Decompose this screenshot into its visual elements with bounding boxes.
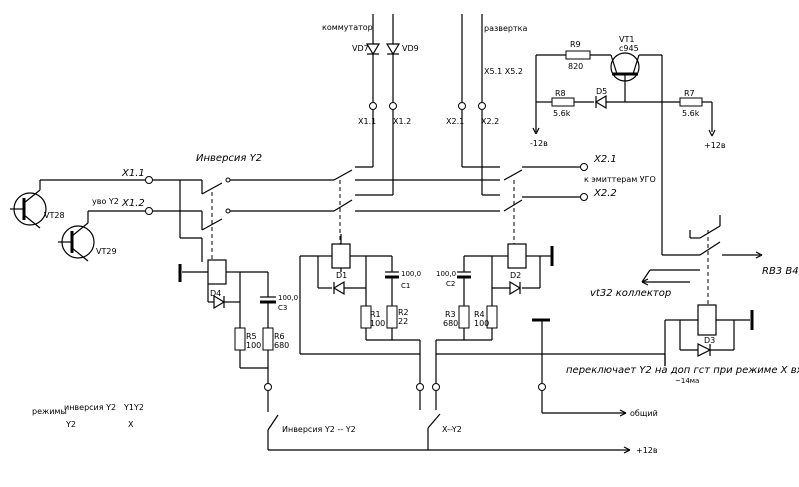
r2-value: 22 — [398, 317, 408, 326]
r5-label: R5 — [246, 332, 257, 341]
c1-label: C1 — [401, 282, 410, 290]
x22-top-label: X2.2 — [481, 117, 499, 126]
x21-top-label: X2.1 — [446, 117, 464, 126]
c2-value: 100,0 — [436, 270, 456, 278]
r3-label: R3 — [445, 310, 456, 319]
c1-value: 100,0 — [401, 270, 421, 278]
vd7-diode — [365, 43, 381, 56]
plus12-bus: +12в — [268, 446, 658, 455]
r9-label: R9 — [570, 40, 581, 49]
x51-x52-label: X5.1 X5.2 — [484, 67, 523, 76]
r6-label: R6 — [274, 332, 285, 341]
c3-label: C3 — [278, 304, 287, 312]
ma14-note: ~14ма — [675, 377, 699, 385]
d1-diode — [332, 280, 345, 296]
r8-label: R8 — [555, 89, 566, 98]
vt1-block: R9 820 VT1 c945 R8 5.6k D5 R7 5.6k +12в — [530, 35, 726, 255]
r5-value: 100 — [246, 341, 261, 350]
minus12-label: -12в — [530, 139, 548, 148]
y2-table-cell: Y2 — [65, 420, 76, 429]
vt29-label: VT29 — [96, 247, 117, 256]
center-relay-right: D2 100,0 C2 R3 680 R4 100 — [436, 243, 666, 366]
vt28-label: VT28 — [44, 211, 65, 220]
vt28-transistor: VT28 — [10, 179, 145, 229]
r8-value: 5.6k — [553, 109, 571, 118]
vt32-label: vt32 коллектор — [590, 288, 671, 299]
kommutator-label: коммутатор — [322, 23, 373, 32]
x11-top-label: X1.1 — [358, 117, 376, 126]
r6-value: 680 — [274, 341, 289, 350]
plus12-right-label: +12в — [704, 141, 726, 150]
k-emitteram-label: к эмиттерам УГО — [584, 175, 656, 184]
x-table-cell: X — [128, 420, 134, 429]
x22-right-label: X2.2 — [593, 188, 617, 199]
d5-diode — [594, 94, 607, 110]
r7-label: R7 — [684, 89, 695, 98]
d3-label: D3 — [704, 336, 715, 345]
vt29-transistor: VT29 — [58, 210, 145, 262]
d1-label: D1 — [336, 271, 347, 280]
rv3-relay: RВ3 В4 vt32 коллектор D3 — [590, 215, 799, 366]
uvo-y2-label: уво Y2 — [92, 197, 119, 206]
d4-diode — [213, 294, 226, 310]
x-y2-switch: X--Y2 — [416, 340, 462, 450]
modes-table: режимы инверсия Y2 Y1Y2 Y2 X — [32, 403, 144, 429]
y1y2-table-cell: Y1Y2 — [123, 403, 144, 412]
vd9-label: VD9 — [402, 44, 419, 53]
c945-label: c945 — [619, 44, 639, 53]
d2-label: D2 — [510, 271, 521, 280]
c3-value: 100,0 — [278, 294, 298, 302]
inversiya-y2-label: Инверсия Y2 — [196, 153, 262, 164]
rezhimy-label: режимы — [32, 407, 67, 416]
r7-value: 5.6k — [682, 109, 700, 118]
c2-label: C2 — [446, 280, 455, 288]
vd7-label: VD7 — [352, 44, 369, 53]
d2-diode — [509, 280, 522, 296]
vt1-label: VT1 — [619, 35, 634, 44]
vd9-diode — [385, 43, 401, 56]
r1-value: 100 — [370, 319, 385, 328]
x12-left-label: X1.2 — [121, 198, 145, 209]
inv-switch-label: Инверсия Y2 -- Y2 — [282, 425, 356, 434]
d5-label: D5 — [596, 87, 607, 96]
x-y2-switch-label: X--Y2 — [442, 425, 462, 434]
inv-y2-table-cell: инверсия Y2 — [64, 403, 116, 412]
r9-value: 820 — [568, 62, 583, 71]
obshiy-label: общий — [630, 409, 658, 418]
center-switches: X2.1 к эмиттерам УГО X2.2 — [333, 110, 656, 246]
r4-value: 100 — [474, 319, 489, 328]
razvertka-input: развертка X5.1 X5.2 X2.1 X2.2 — [446, 14, 527, 126]
center-relay-left: D1 100,0 C1 R1 100 R2 22 — [299, 234, 421, 355]
left-relay-block: D4 100,0 C3 R5 100 R6 680 Инверсия Y2 --… — [178, 238, 356, 450]
x21-right-label: X2.1 — [593, 154, 617, 165]
r4-label: R4 — [474, 310, 485, 319]
d4-label: D4 — [210, 289, 221, 298]
r1-label: R1 — [370, 310, 381, 319]
inversion-relay: Инверсия Y2 — [153, 153, 334, 262]
razvertka-label: развертка — [484, 24, 527, 33]
d3-diode — [697, 343, 712, 357]
kommutator-input: коммутатор VD7 VD9 X1.1 X1.2 — [322, 14, 419, 126]
r3-value: 680 — [443, 319, 458, 328]
x11-left-label: X1.1 — [121, 168, 145, 179]
x12-top-label: X1.2 — [393, 117, 411, 126]
common-ground: общий — [532, 318, 658, 418]
rv3-label: RВ3 В4 — [762, 266, 799, 277]
plus12-bottom-label: +12в — [636, 446, 658, 455]
pereklyuchaet-note: переключает Y2 на доп гст при режиме X в… — [566, 365, 799, 376]
r2-label: R2 — [398, 308, 409, 317]
